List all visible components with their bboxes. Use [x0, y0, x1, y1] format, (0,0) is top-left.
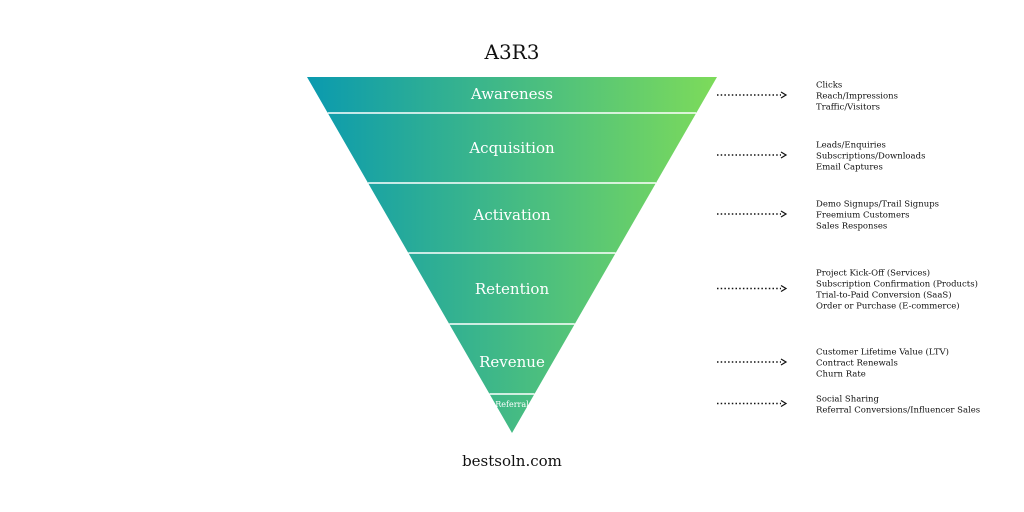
metrics-list: ClicksReach/ImpressionsTraffic/VisitorsL…: [717, 81, 980, 416]
stage-label-referral: Referral: [495, 400, 529, 409]
stage-label-awareness: Awareness: [470, 85, 553, 103]
arrow-head-icon: [780, 284, 788, 293]
metric-item: Order or Purchase (E-commerce): [816, 301, 960, 312]
metric-item: Demo Signups/Trail Signups: [816, 200, 939, 210]
metric-item: Freemium Customers: [816, 211, 909, 221]
footer-url: bestsoln.com: [462, 452, 562, 470]
arrow-head-icon: [780, 399, 788, 408]
metric-item: Trial-to-Paid Conversion (SaaS): [816, 290, 952, 301]
funnel: AwarenessAcquisitionActivationRetentionR…: [307, 77, 717, 433]
metric-item: Leads/Enquiries: [816, 141, 886, 151]
arrow-head-icon: [780, 151, 788, 159]
metric-item: Sales Responses: [816, 222, 887, 232]
arrow-head-icon: [780, 91, 788, 99]
metric-item: Social Sharing: [816, 395, 880, 405]
metric-item: Clicks: [816, 81, 842, 91]
stage-metrics-revenue: Customer Lifetime Value (LTV)Contract Re…: [717, 347, 949, 380]
stage-label-revenue: Revenue: [479, 353, 545, 371]
stage-metrics-retention: Project Kick-Off (Services)Subscription …: [717, 268, 978, 312]
metric-item: Reach/Impressions: [816, 92, 898, 102]
funnel-body: [307, 77, 717, 433]
diagram-title: A3R3: [484, 40, 540, 64]
metric-item: Project Kick-Off (Services): [816, 268, 930, 279]
metric-item: Customer Lifetime Value (LTV): [816, 347, 949, 358]
stage-label-activation: Activation: [473, 206, 551, 224]
stage-label-retention: Retention: [475, 280, 550, 298]
stage-label-acquisition: Acquisition: [468, 139, 555, 157]
metric-item: Traffic/Visitors: [816, 103, 880, 113]
metric-item: Contract Renewals: [816, 359, 898, 369]
metric-item: Referral Conversions/Influencer Sales: [816, 406, 980, 416]
metric-item: Subscription Confirmation (Products): [816, 279, 978, 290]
metric-item: Subscriptions/Downloads: [816, 152, 925, 162]
stage-metrics-acquisition: Leads/EnquiriesSubscriptions/DownloadsEm…: [717, 141, 925, 173]
metric-item: Churn Rate: [816, 370, 866, 380]
arrow-head-icon: [780, 210, 788, 218]
arrow-head-icon: [780, 358, 788, 366]
metric-item: Email Captures: [816, 163, 883, 173]
